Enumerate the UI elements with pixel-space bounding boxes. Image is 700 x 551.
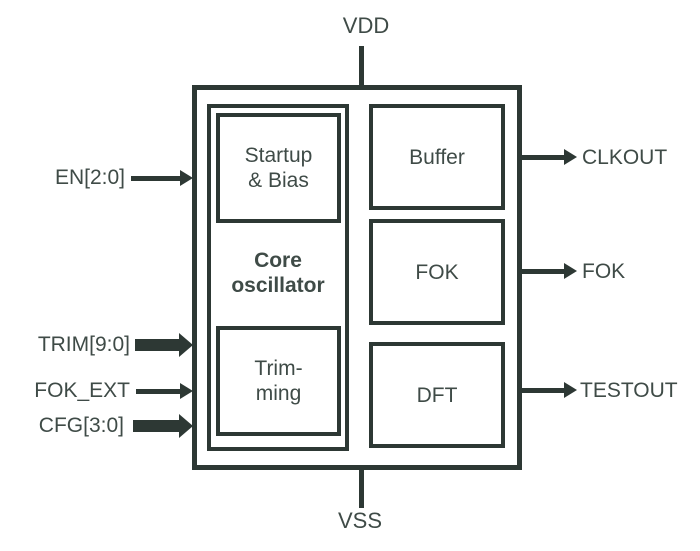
output-label-testout: TESTOUT (580, 379, 678, 402)
core-oscillator-label: Core oscillator (207, 248, 349, 298)
en-arrow-shaft (131, 176, 180, 181)
fok-out-arrow-shaft (519, 269, 564, 274)
vdd-label: VDD (342, 13, 390, 38)
input-label-fok-ext: FOK_EXT (34, 379, 130, 402)
output-label-fok: FOK (582, 260, 626, 283)
trimming-label-line1: Trim- (254, 357, 303, 380)
trimming-label: Trim- ming (220, 330, 337, 432)
buffer-block: Buffer (369, 104, 505, 210)
cfg-bus-arrow-shaft (133, 420, 179, 432)
trim-bus-arrow-shaft (135, 339, 179, 351)
trimming-block: Trim- ming (216, 326, 341, 436)
core-oscillator-label-line1: Core (254, 249, 302, 272)
trim-bus-arrow-head-icon (179, 333, 193, 357)
clkout-arrow-head-icon (564, 149, 577, 165)
core-oscillator-label-line2: oscillator (231, 274, 325, 297)
testout-arrow-head-icon (564, 382, 577, 398)
fok-block: FOK (369, 219, 505, 325)
clkout-arrow-shaft (519, 155, 564, 160)
cfg-bus-arrow-head-icon (179, 414, 193, 438)
input-label-cfg: CFG[3:0] (38, 414, 124, 437)
output-label-clkout: CLKOUT (582, 146, 668, 169)
startup-bias-block: Startup & Bias (216, 113, 341, 223)
startup-bias-label-line1: Startup (244, 144, 313, 167)
dft-label: DFT (416, 383, 458, 407)
dft-block: DFT (369, 342, 505, 448)
vss-rail-line (359, 468, 364, 508)
testout-arrow-shaft (519, 388, 564, 393)
en-arrow-head-icon (180, 170, 193, 186)
trimming-label-line2: ming (255, 382, 302, 405)
vdd-rail-line (359, 46, 364, 87)
fok-ext-arrow-head-icon (180, 383, 193, 399)
startup-bias-label-line2: & Bias (248, 169, 309, 192)
fok-out-arrow-head-icon (564, 263, 577, 279)
fok-block-label: FOK (415, 260, 459, 284)
input-label-en: EN[2:0] (54, 166, 125, 189)
input-label-trim: TRIM[9:0] (37, 333, 130, 356)
fok-ext-arrow-shaft (136, 389, 180, 394)
buffer-label: Buffer (409, 145, 465, 169)
startup-bias-label: Startup & Bias (220, 117, 337, 219)
vss-label: VSS (337, 508, 383, 533)
